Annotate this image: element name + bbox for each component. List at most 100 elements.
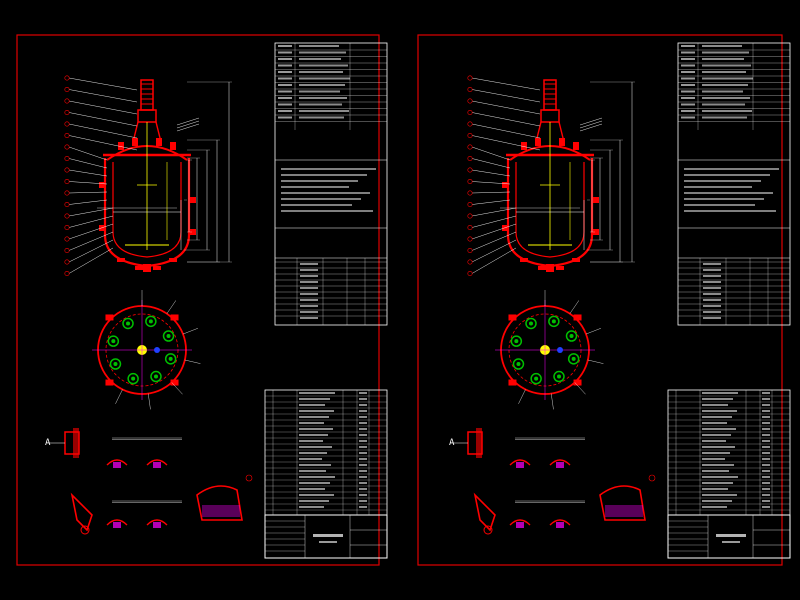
title-text (313, 534, 343, 537)
callout-leader (68, 135, 138, 151)
plan-nozzle-core (571, 356, 576, 361)
notes-text (684, 180, 761, 182)
plan-leader (182, 328, 198, 335)
spec-text (299, 51, 346, 54)
parts-text (762, 392, 770, 394)
spec-text (299, 71, 343, 73)
nozzle-text (300, 311, 318, 313)
callout-bubble (64, 202, 70, 208)
nozzle-text (300, 281, 318, 283)
parts-text (299, 470, 326, 472)
weld-detail-fill (556, 522, 564, 528)
parts-text (299, 422, 324, 424)
plan-leader (551, 393, 554, 410)
callout-bubble (467, 190, 473, 196)
plan-lug (170, 314, 179, 321)
support-lug (169, 258, 177, 262)
callout-bubble (467, 156, 473, 162)
notes-text (281, 204, 352, 206)
parts-text (299, 398, 330, 400)
weld-detail (549, 459, 571, 466)
parts-text (359, 428, 367, 430)
parts-text (702, 452, 730, 454)
callout-leader (471, 135, 541, 151)
bottom-outlet (546, 264, 554, 272)
callout-bubble (467, 259, 473, 265)
weld-detail-fill (153, 522, 161, 528)
callout-bubble (467, 167, 473, 173)
support-lug (520, 258, 528, 262)
side-nozzle (592, 197, 599, 203)
plan-nozzle-core (113, 361, 118, 366)
callout-leader (68, 223, 114, 240)
plan-nozzle (162, 330, 175, 342)
parts-text (359, 506, 367, 508)
spec-text (278, 45, 292, 47)
plan-nozzle (530, 372, 542, 385)
parts-text (299, 482, 330, 484)
parts-text (299, 506, 324, 508)
callout-leader (68, 77, 138, 91)
parts-text (299, 464, 331, 466)
parts-text (359, 440, 367, 442)
plan-leader (518, 389, 526, 404)
parts-text (359, 476, 367, 478)
weld-detail (146, 459, 168, 466)
side-nozzle (502, 182, 509, 188)
weld-detail (509, 459, 531, 466)
nozzle-text (703, 287, 721, 289)
plan-lug (105, 314, 114, 321)
side-nozzle (592, 229, 599, 235)
callout-leader (68, 199, 108, 205)
callout-leader (176, 117, 200, 126)
spec-text (278, 64, 292, 67)
nozzle-text (300, 269, 318, 271)
parts-text (702, 392, 738, 394)
callout-bubble (467, 87, 473, 93)
parts-text (762, 494, 770, 496)
nozzle-detail-ring (80, 525, 90, 535)
plan-leader (184, 359, 201, 364)
parts-text (702, 506, 727, 508)
notes-text (281, 210, 373, 212)
parts-text (299, 404, 325, 406)
parts-text (299, 428, 333, 430)
parts-text (762, 446, 770, 448)
callout-bubble (467, 248, 473, 254)
parts-text (359, 434, 367, 436)
plan-leader (585, 328, 601, 335)
weld-detail-fill (516, 462, 524, 468)
callout-leader (471, 223, 517, 240)
nozzle-text (703, 293, 721, 295)
callout-leader (68, 247, 114, 274)
drawing-sheet-right: A (417, 34, 791, 566)
callout-leader (68, 191, 108, 194)
nozzle-text (300, 263, 318, 265)
support-lug (117, 258, 125, 262)
weld-detail (106, 459, 128, 466)
plan-nozzle (512, 358, 525, 370)
spec-text (702, 45, 742, 47)
notes-text (281, 192, 370, 194)
parts-text (762, 482, 770, 484)
spec-text (299, 64, 348, 67)
detail-a-hatch (476, 428, 482, 458)
parts-text (299, 410, 334, 412)
weld-detail-fill (153, 462, 161, 468)
spec-text (681, 110, 695, 112)
plan-nozzle (122, 317, 134, 330)
side-nozzle (189, 197, 196, 203)
spec-text (681, 77, 695, 80)
callout-leader (579, 120, 603, 129)
side-nozzle (502, 225, 509, 231)
callout-leader (471, 207, 517, 217)
parts-text (762, 458, 770, 460)
parts-text (762, 398, 770, 400)
callout-bubble (467, 213, 473, 219)
callout-leader (471, 231, 517, 251)
parts-text (702, 398, 733, 400)
spec-text (278, 90, 292, 93)
callout-bubble (467, 75, 473, 81)
parts-text (359, 404, 367, 406)
